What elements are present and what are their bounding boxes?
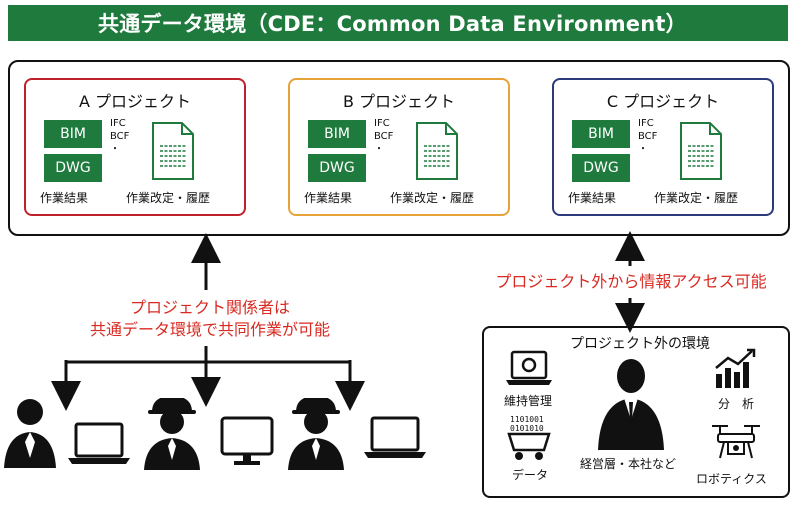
collaboration-message: プロジェクト関係者は 共通データ環境で共同作業が可能 <box>40 297 380 341</box>
monitor-icon <box>220 416 274 465</box>
project-b-title: B プロジェクト <box>342 92 456 111</box>
project-b-box: B プロジェクト BIM DWG IFC BCF ・ 作業結果 作業改定・履歴 <box>288 78 510 216</box>
dwg-tag: DWG <box>572 154 630 182</box>
project-a-box: A プロジェクト BIM DWG IFC BCF ・ 作業結果 作業改定・履歴 <box>24 78 246 216</box>
collaboration-message-line-2: 共通データ環境で共同作業が可能 <box>89 320 330 339</box>
bim-tag: BIM <box>572 120 630 148</box>
ifc-label: IFC <box>110 118 126 129</box>
person-icon <box>4 399 56 468</box>
svg-text:0101010: 0101010 <box>510 424 544 433</box>
maintenance-label: 維持管理 <box>504 394 553 408</box>
laptop-icon <box>364 416 426 458</box>
worker-icon <box>288 398 344 470</box>
bcf-label: BCF <box>374 131 394 142</box>
cde-title-banner: 共通データ環境（CDE：Common Data Environment） <box>8 5 788 41</box>
results-caption: 作業結果 <box>40 191 89 205</box>
external-environment-box <box>482 326 790 498</box>
results-caption: 作業結果 <box>568 191 617 205</box>
analysis-label: 分 析 <box>718 397 755 411</box>
project-c-box: C プロジェクト BIM DWG IFC BCF ・ 作業結果 作業改定・履歴 <box>552 78 774 216</box>
data-label: データ <box>512 468 549 482</box>
maintenance-laptop-icon <box>506 350 552 385</box>
project-c-title: C プロジェクト <box>606 92 720 111</box>
analysis-chart-icon <box>715 348 756 388</box>
management-label: 経営層・本社など <box>580 457 677 471</box>
laptop-icon <box>68 422 130 464</box>
svg-text:1101001: 1101001 <box>510 415 544 424</box>
project-a-title: A プロジェクト <box>78 92 192 111</box>
data-cart-icon: 1101001 0101010 <box>507 415 551 460</box>
drone-icon <box>712 425 760 459</box>
bcf-label: BCF <box>638 131 658 142</box>
worker-icon <box>144 398 200 470</box>
external-access-message: プロジェクト外から情報アクセス可能 <box>495 272 767 291</box>
bim-tag: BIM <box>44 120 102 148</box>
format-dot: ・ <box>374 144 384 155</box>
dwg-tag: DWG <box>308 154 366 182</box>
revisions-caption: 作業改定・履歴 <box>126 191 211 205</box>
dwg-tag: DWG <box>44 154 102 182</box>
revisions-caption: 作業改定・履歴 <box>390 191 475 205</box>
collaborators-illustration <box>4 398 426 470</box>
bim-tag: BIM <box>308 120 366 148</box>
revisions-caption: 作業改定・履歴 <box>654 191 739 205</box>
ifc-label: IFC <box>638 118 654 129</box>
document-icon <box>416 122 458 180</box>
format-dot: ・ <box>110 144 120 155</box>
collaboration-message-line-1: プロジェクト関係者は <box>129 298 290 317</box>
ifc-label: IFC <box>374 118 390 129</box>
robotics-label: ロボティクス <box>696 472 767 486</box>
bcf-label: BCF <box>110 131 130 142</box>
cde-frame <box>8 60 790 236</box>
document-icon <box>152 122 194 180</box>
external-environment-title: プロジェクト外の環境 <box>570 336 710 352</box>
results-caption: 作業結果 <box>304 191 353 205</box>
format-dot: ・ <box>638 144 648 155</box>
executive-icon <box>598 359 664 450</box>
document-icon <box>680 122 722 180</box>
